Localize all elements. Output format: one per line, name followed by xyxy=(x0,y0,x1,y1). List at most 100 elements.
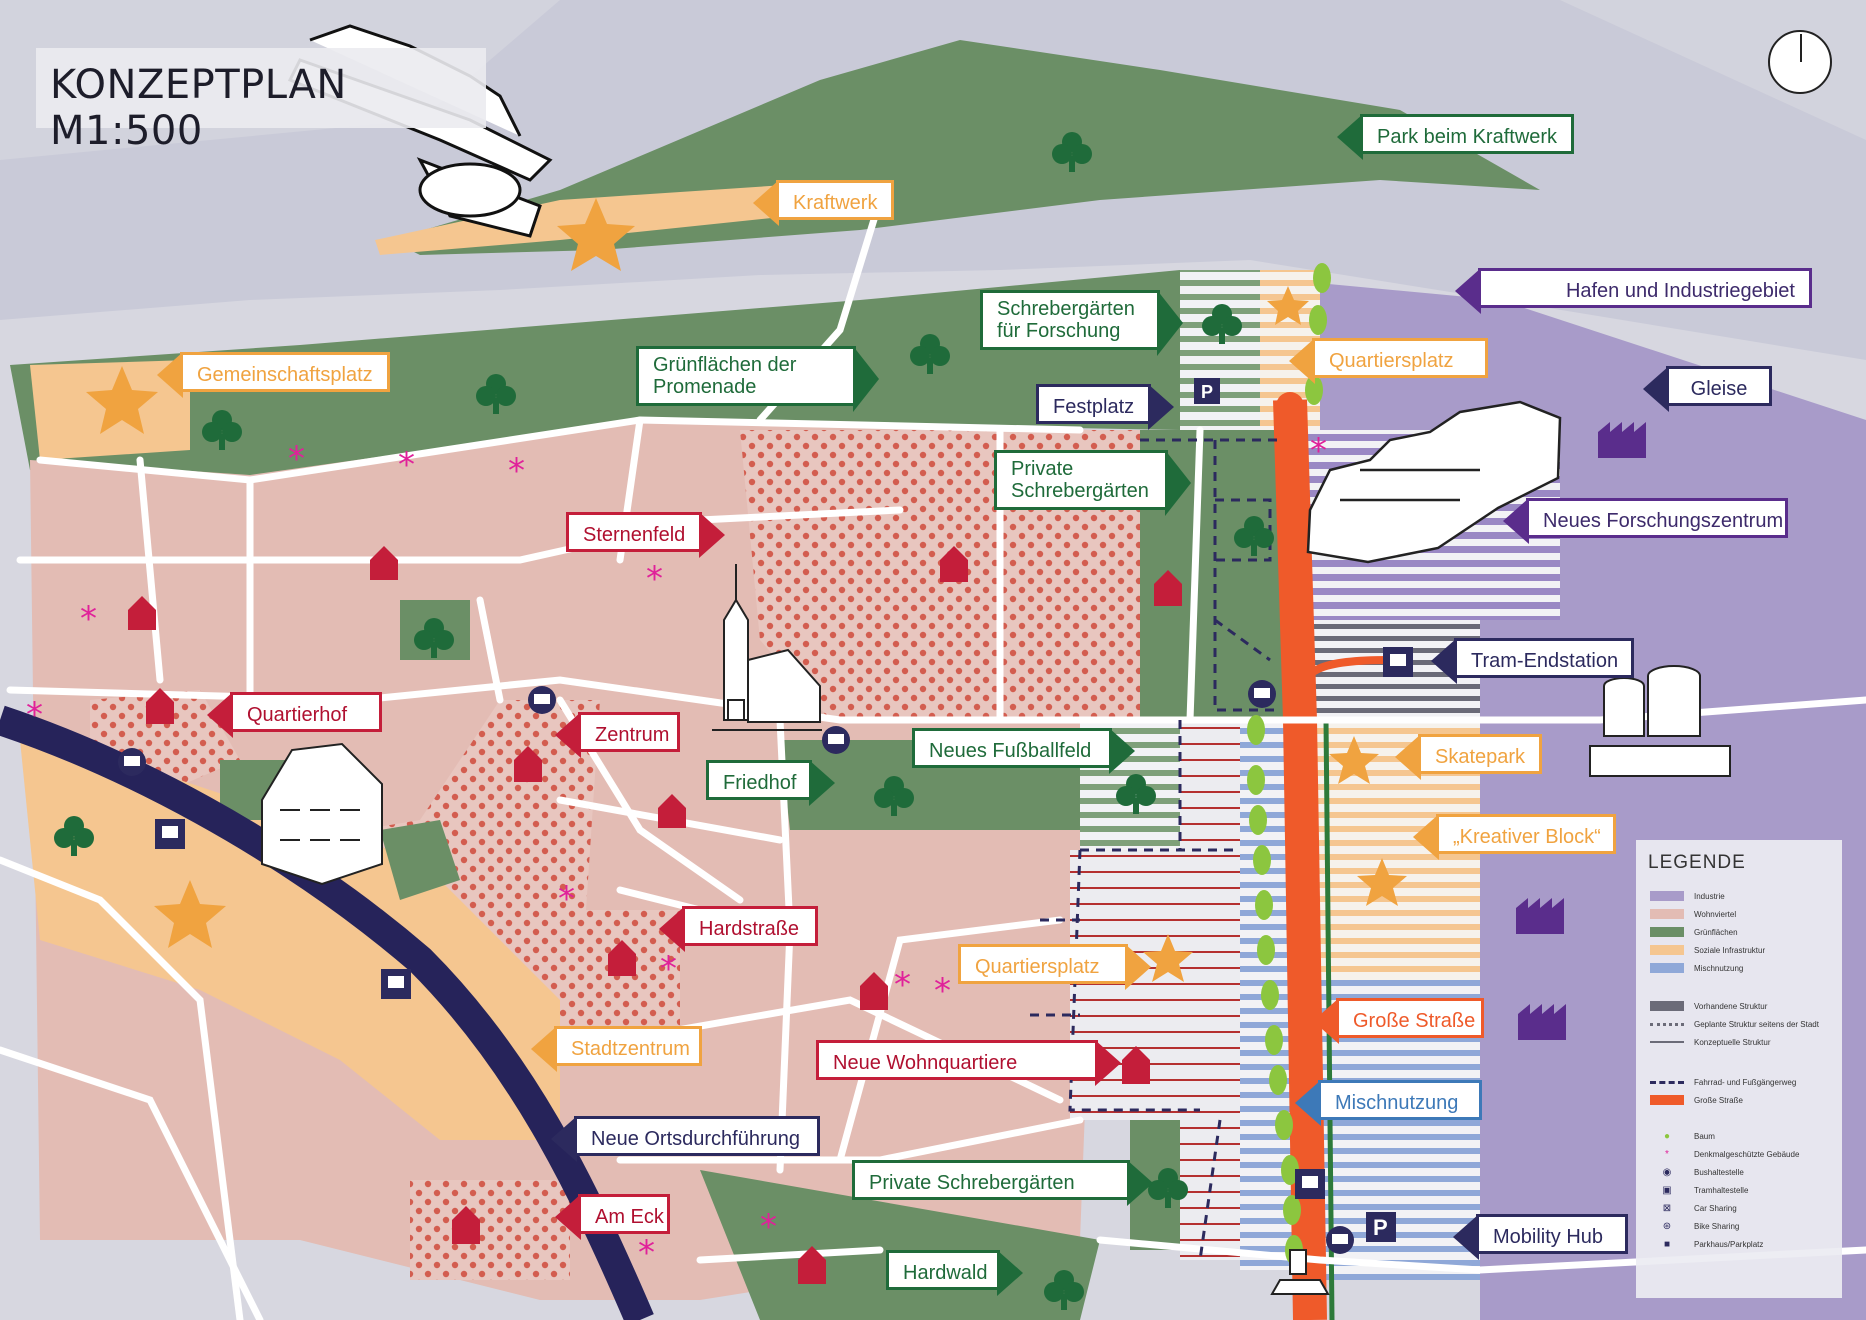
north-arrow-icon xyxy=(1768,30,1832,94)
legend-item: ⊛Bike Sharing xyxy=(1650,1220,1740,1232)
svg-text:P: P xyxy=(1373,1215,1388,1240)
street-end-node xyxy=(1276,392,1304,420)
silo-sketch xyxy=(1589,665,1731,777)
svg-text:*: * xyxy=(398,445,415,485)
label-friedhof: Friedhof xyxy=(706,760,835,806)
asterisk-icon: * xyxy=(1665,1148,1669,1160)
legend-item: * Denkmalgeschützte Gebäude xyxy=(1650,1148,1799,1160)
schreber-forschung-area xyxy=(1180,270,1260,430)
svg-text:*: * xyxy=(1310,431,1327,471)
legend-swatch xyxy=(1650,1022,1684,1026)
legend-swatch xyxy=(1650,963,1684,973)
svg-text:*: * xyxy=(80,599,97,639)
legend-item: Grünflächen xyxy=(1650,926,1738,938)
legend-label: Denkmalgeschützte Gebäude xyxy=(1694,1149,1800,1159)
label-line-2: Schrebergärten xyxy=(1011,480,1149,502)
kreativer-block-area xyxy=(1310,720,1480,980)
label-quartiersplatz-mid: Quartiersplatz xyxy=(958,944,1151,990)
legend-swatch xyxy=(1650,909,1684,919)
legend-item: Große Straße xyxy=(1650,1094,1743,1106)
label-hardstrasse: Hardstraße xyxy=(659,906,818,952)
label-neues-fussballfeld: Neues Fußballfeld xyxy=(912,728,1135,774)
legend-item: ■Parkhaus/Parkplatz xyxy=(1650,1238,1763,1250)
legend-item: Fahrrad- und Fußgängerweg xyxy=(1650,1076,1796,1088)
legend-label: Baum xyxy=(1694,1131,1715,1141)
map-title-box: KONZEPTPLAN M1:500 xyxy=(36,48,486,154)
legend-label: Große Straße xyxy=(1694,1095,1743,1105)
factory-icons xyxy=(1516,422,1646,1040)
legend-label: Soziale Infrastruktur xyxy=(1694,945,1766,955)
svg-text:P: P xyxy=(1201,382,1213,402)
monument-asterisks: *** *** *** *** * xyxy=(26,431,1327,1273)
label-mischnutzung: Mischnutzung xyxy=(1295,1080,1482,1126)
legend-item: Industrie xyxy=(1650,890,1725,902)
label-am-eck: Am Eck xyxy=(555,1194,670,1240)
label-kreativer-block: „Kreativer Block“ xyxy=(1413,814,1616,860)
label-gleise: Gleise xyxy=(1643,366,1772,412)
legend-item: ◉Bushaltestelle xyxy=(1650,1166,1744,1178)
svg-text:*: * xyxy=(646,559,663,599)
star-icons xyxy=(86,198,1407,982)
promenade-green xyxy=(10,270,1180,480)
label-park-kraftwerk: Park beim Kraftwerk xyxy=(1336,114,1575,160)
tree-row xyxy=(1247,263,1331,1265)
legend-item: Vorhandene Struktur xyxy=(1650,1000,1767,1012)
label-grosse-strasse: Große Straße xyxy=(1313,998,1484,1044)
villa-sketch xyxy=(261,742,383,886)
legend-swatch xyxy=(1650,1001,1684,1011)
zentrum-green xyxy=(380,820,460,900)
legend-label: Mischnutzung xyxy=(1694,963,1744,973)
svg-text:*: * xyxy=(660,949,677,989)
legend-label: Tramhaltestelle xyxy=(1694,1185,1749,1195)
legend-label: Geplante Struktur seitens der Stadt xyxy=(1694,1019,1819,1029)
legend-label: Fahrrad- und Fußgängerweg xyxy=(1694,1077,1797,1087)
label-line-2: für Forschung xyxy=(997,320,1121,342)
label-gemeinschaftsplatz: Gemeinschaftsplatz xyxy=(157,352,390,398)
legend: LEGENDE Industrie Wohnviertel Grünfläche… xyxy=(1636,840,1842,1298)
label-hardwald: Hardwald xyxy=(886,1250,1023,1296)
svg-text:*: * xyxy=(638,1233,655,1273)
park-tree-icons xyxy=(54,132,1274,1310)
car-sharing-icon: ⊠ xyxy=(1662,1202,1672,1214)
legend-swatch xyxy=(1650,1095,1684,1105)
legend-item: ● Baum xyxy=(1650,1130,1715,1142)
legend-title: LEGENDE xyxy=(1648,852,1746,873)
bus-icon: ◉ xyxy=(1662,1166,1672,1178)
label-line-1: Schrebergärten xyxy=(997,298,1135,320)
legend-label: Bike Sharing xyxy=(1694,1221,1740,1231)
legend-item: Soziale Infrastruktur xyxy=(1650,944,1765,956)
legend-label: Wohnviertel xyxy=(1694,909,1737,919)
svg-text:*: * xyxy=(760,1207,777,1247)
am-eck-dots xyxy=(410,1180,570,1280)
legend-swatch xyxy=(1650,1041,1684,1043)
map-title: KONZEPTPLAN M1:500 xyxy=(50,62,347,154)
tree-icon: ● xyxy=(1663,1130,1671,1142)
parking-icon: ■ xyxy=(1663,1238,1671,1250)
label-tram-endstation: Tram-Endstation xyxy=(1431,638,1634,684)
legend-swatch xyxy=(1650,927,1684,937)
label-quartiersplatz-top: Quartiersplatz xyxy=(1289,338,1488,384)
tram-icon: ▣ xyxy=(1662,1184,1672,1196)
label-stadtzentrum: Stadtzentrum xyxy=(531,1026,702,1072)
legend-label: Grünflächen xyxy=(1694,927,1738,937)
forschungszentrum-sketch xyxy=(1306,400,1562,564)
legend-swatch xyxy=(1650,891,1684,901)
label-line-2: Promenade xyxy=(653,376,757,398)
tram-spur xyxy=(1296,656,1391,701)
legend-item: Wohnviertel xyxy=(1650,908,1736,920)
label-line-1: Private xyxy=(1011,458,1074,480)
legend-item: ▣ Tramhaltestelle xyxy=(1650,1184,1748,1196)
parking-icons: P P xyxy=(1194,378,1396,1242)
label-sternenfeld: Sternenfeld xyxy=(566,512,726,558)
svg-text:*: * xyxy=(26,695,43,735)
legend-item: Mischnutzung xyxy=(1650,962,1743,974)
legend-label: Konzeptuelle Struktur xyxy=(1694,1037,1771,1047)
label-neues-forschungszentrum: Neues Forschungszentrum xyxy=(1503,498,1788,544)
svg-text:*: * xyxy=(508,451,525,491)
label-quartierhof: Quartierhof xyxy=(207,692,382,738)
legend-item: Geplante Struktur seitens der Stadt xyxy=(1650,1018,1819,1030)
transit-icons xyxy=(118,647,1413,1254)
